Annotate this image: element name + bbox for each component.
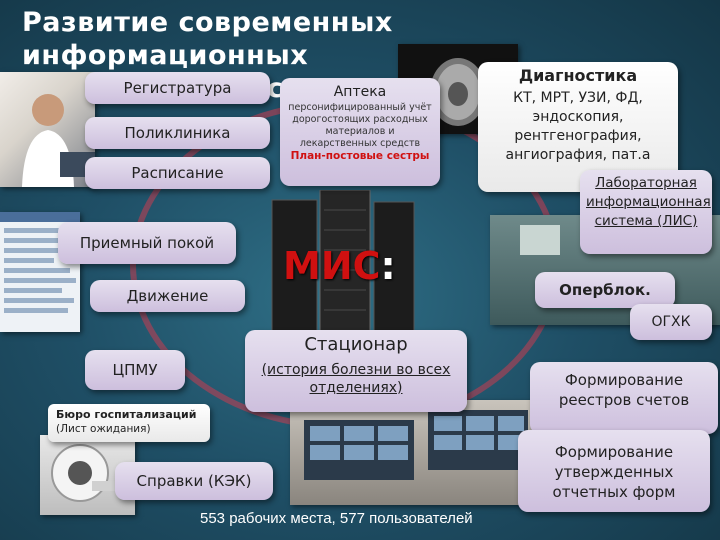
box-apteka[interactable]: Аптека персонифицированный учёт дорогост… [280, 78, 440, 186]
apteka-red-text: План-постовые сестры [286, 150, 434, 162]
box-formirovanie-reestrov[interactable]: Формирование реестров счетов [530, 362, 718, 434]
apteka-title: Аптека [286, 84, 434, 100]
mis-text: МИС [283, 244, 381, 288]
label-buro-sub: (Лист ожидания) [56, 422, 210, 436]
box-stacionar[interactable]: Стационар (история болезни во всех отдел… [245, 330, 467, 412]
label-registratura: Регистратура [124, 79, 232, 97]
diagnostika-title: Диагностика [486, 66, 670, 85]
stacionar-text: (история болезни во всех отделениях) [255, 361, 457, 397]
doctor-photo [0, 72, 95, 187]
label-formirovanie-reestrov: Формирование реестров счетов [559, 371, 689, 409]
box-lis[interactable]: Лабораторная информационная система (ЛИС… [580, 170, 712, 254]
stacionar-title: Стационар [255, 334, 457, 355]
label-raspisanie: Расписание [131, 164, 223, 182]
label-priemny-pokoy: Приемный покой [80, 234, 214, 252]
label-lis: Лабораторная информационная система (ЛИС… [586, 175, 711, 229]
box-registratura[interactable]: Регистратура [85, 72, 270, 104]
label-ogkh: ОГХК [651, 314, 690, 330]
mis-colon: : [381, 244, 396, 288]
box-dvizhenie[interactable]: Движение [90, 280, 245, 312]
label-poliklinika: Поликлиника [125, 124, 231, 142]
box-buro[interactable]: Бюро госпитализаций (Лист ожидания) [48, 404, 210, 442]
label-operblok: Оперблок. [559, 281, 651, 299]
label-formirovanie-form: Формирование утвержденных отчетных форм [553, 443, 676, 501]
label-spravki: Справки (КЭК) [137, 472, 252, 490]
video-wall-photo [290, 400, 540, 505]
box-spravki[interactable]: Справки (КЭК) [115, 462, 273, 500]
title-line1: Развитие современных информационных [22, 7, 393, 71]
box-poliklinika[interactable]: Поликлиника [85, 117, 270, 149]
label-buro: Бюро госпитализаций [56, 408, 210, 422]
box-formirovanie-form[interactable]: Формирование утвержденных отчетных форм [518, 430, 710, 512]
label-dvizhenie: Движение [127, 287, 209, 305]
mis-label: МИС: [283, 244, 396, 288]
box-ogkh[interactable]: ОГХК [630, 304, 712, 340]
label-cpmu: ЦПМУ [112, 361, 157, 379]
diagnostika-text: КТ, МРТ, УЗИ, ФД, эндоскопия, рентгеногр… [486, 89, 670, 165]
footer-stats: 553 рабочих места, 577 пользователей [200, 510, 473, 527]
apteka-text: персонифицированный учёт дорогостоящих р… [286, 102, 434, 150]
box-raspisanie[interactable]: Расписание [85, 157, 270, 189]
box-cpmu[interactable]: ЦПМУ [85, 350, 185, 390]
box-priemny-pokoy[interactable]: Приемный покой [58, 222, 236, 264]
box-operblok[interactable]: Оперблок. [535, 272, 675, 308]
